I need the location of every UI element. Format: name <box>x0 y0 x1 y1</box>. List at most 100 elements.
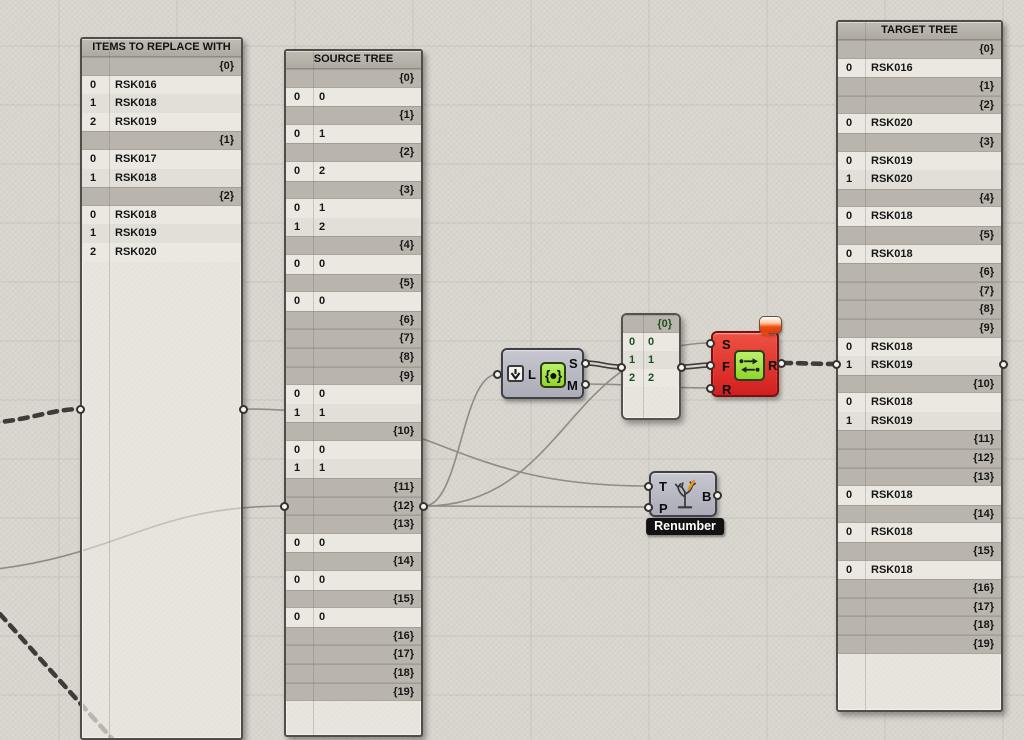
branch-path-row: {19} <box>286 682 421 702</box>
branch-path-row: {0} <box>838 40 1001 59</box>
branch-path-row: {0} <box>286 69 421 88</box>
renumber-output-grip-B[interactable] <box>712 490 722 500</box>
create-set-output-grip-M[interactable] <box>580 379 590 389</box>
branch-path-row: {10} <box>838 374 1001 394</box>
branch-path-row: {14} <box>286 552 421 572</box>
component-name-tag: Renumber <box>646 518 724 535</box>
replace-input-grip-S[interactable] <box>705 338 715 348</box>
source-panel-input-grip[interactable] <box>279 501 289 511</box>
target-panel-output-grip[interactable] <box>998 359 1008 369</box>
branch-path-row: {7} <box>286 329 421 348</box>
branch-path-row: {0} <box>82 57 241 76</box>
items-panel-output-grip[interactable] <box>238 404 248 414</box>
create-set-input-grip-L[interactable] <box>492 369 502 379</box>
branch-path-row: {12} <box>838 449 1001 468</box>
branch-path-row: {14} <box>838 504 1001 524</box>
panel-title: SOURCE TREE <box>286 51 421 69</box>
mini-panel-input-grip[interactable] <box>616 362 626 372</box>
input-label-P: P <box>659 501 668 516</box>
branch-path-row: {3} <box>286 180 421 200</box>
branch-path-row: {12} <box>286 496 421 516</box>
items-panel-input-grip[interactable] <box>75 404 85 414</box>
output-label-M: M <box>567 378 578 393</box>
branch-path-row: {4} <box>838 188 1001 208</box>
warning-balloon-icon[interactable] <box>759 316 782 334</box>
branch-path-row: {1} <box>838 77 1001 96</box>
input-label-S: S <box>722 337 731 352</box>
replace-output-grip-R[interactable] <box>776 358 786 368</box>
panel-column-divider <box>313 51 314 735</box>
replace-input-grip-R[interactable] <box>705 383 715 393</box>
branch-path-row: {10} <box>286 422 421 441</box>
replace-component-error[interactable]: S F R R <box>711 316 782 397</box>
input-label-F: F <box>722 359 730 374</box>
branch-path-row: {0} <box>623 315 679 333</box>
renumber-component[interactable]: T P B Renumber <box>646 471 724 535</box>
renumber-input-grip-T[interactable] <box>643 481 653 491</box>
input-label-T: T <box>659 479 667 494</box>
target-panel-input-grip[interactable] <box>831 359 841 369</box>
renumber-input-grip-P[interactable] <box>643 502 653 512</box>
panel-title: ITEMS TO REPLACE WITH <box>82 39 241 57</box>
tree-icon <box>670 476 700 519</box>
branch-path-row: {17} <box>838 597 1001 617</box>
flatten-arrow-icon <box>507 365 524 382</box>
branch-path-row: {16} <box>286 626 421 646</box>
branch-path-row: {13} <box>838 467 1001 487</box>
branch-path-row: {6} <box>286 310 421 330</box>
branch-path-row: {8} <box>838 300 1001 319</box>
branch-path-row: {11} <box>286 478 421 497</box>
panel-title: TARGET TREE <box>838 22 1001 40</box>
branch-path-row: {19} <box>838 635 1001 654</box>
set-braces-icon: {●} <box>540 362 566 388</box>
branch-path-row: {9} <box>286 366 421 386</box>
output-label-R: R <box>768 358 778 373</box>
replace-arrows-icon <box>734 350 765 381</box>
create-set-component[interactable]: L {●} S M <box>501 348 584 399</box>
panel-column-divider <box>865 22 866 710</box>
source-panel-output-grip[interactable] <box>418 501 428 511</box>
input-label-L: L <box>528 367 536 382</box>
replace-input-grip-F[interactable] <box>705 360 715 370</box>
branch-path-row: {5} <box>286 273 421 293</box>
branch-path-row: {11} <box>838 430 1001 450</box>
branch-path-row: {6} <box>838 263 1001 282</box>
mini-panel-output-grip[interactable] <box>676 362 686 372</box>
branch-path-row: {8} <box>286 347 421 367</box>
branch-path-row: {4} <box>286 236 421 255</box>
create-set-output-grip-S[interactable] <box>580 358 590 368</box>
